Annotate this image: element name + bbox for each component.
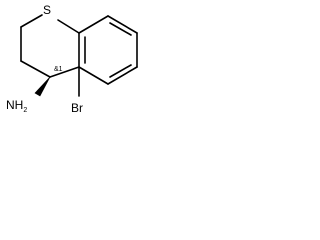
bond-s-c2 [20, 14, 43, 28]
atom-bromine-label: Br [71, 101, 83, 115]
bond-c8a-c8 [107, 15, 138, 34]
amine-h-count: 2 [23, 107, 27, 114]
bond-c4-c4a [49, 66, 80, 78]
bond-c6-c5 [78, 66, 109, 85]
atom-amine-label: NH2 [6, 98, 27, 114]
atom-sulfur-label: S [43, 3, 51, 17]
molecule-structure-diagram: S NH2 Br &1 [6, 3, 138, 115]
bond-c8a-c8-inner [109, 22, 132, 36]
bond-c4a-c8a [78, 15, 109, 34]
stereo-center-label: &1 [54, 66, 63, 73]
bond-c7-c6 [107, 66, 138, 85]
wedge-bond-c4-n [34, 76, 51, 97]
bond-c7-c6-inner [109, 64, 132, 78]
bond-c3-c4 [20, 60, 51, 78]
bond-c4a-s [57, 19, 80, 34]
